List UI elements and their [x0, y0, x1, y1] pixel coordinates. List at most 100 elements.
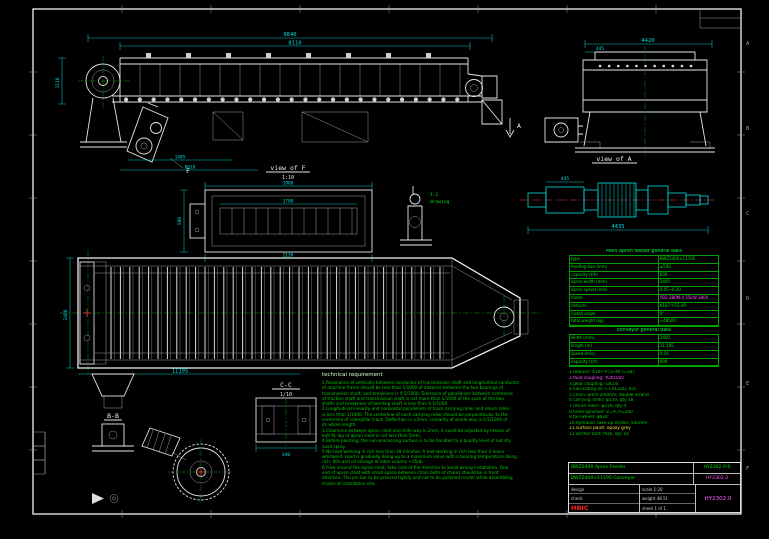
- table-param: capacity (t/h): [570, 271, 659, 279]
- table-value: 2400: [659, 335, 670, 341]
- table-param: motor: [570, 294, 659, 302]
- dimension-lines: [584, 40, 713, 53]
- shaft-steps: [527, 182, 709, 218]
- table-row: length (m) 11.195: [570, 342, 718, 351]
- hatch-lines: [146, 429, 172, 455]
- projection-symbol-circle: [109, 494, 119, 503]
- product-name: BWZ2400 Apron Feeder: [569, 463, 694, 473]
- note-line: 9.tail wheel: φ630: [569, 415, 608, 421]
- bolt-hole: [194, 227, 200, 233]
- table-value: 600: [659, 358, 668, 364]
- inner-frame: [211, 195, 366, 247]
- zone-letter: C: [746, 211, 749, 217]
- detail-pin: [409, 193, 421, 205]
- section-a-arrow: [505, 118, 515, 138]
- main-data-table: type BWZ2400×11195 feeding size (mm) ≤50…: [569, 255, 719, 328]
- view-a-label: view of A: [596, 155, 631, 163]
- conveyor-data-table: width (mm) 2400 length (m) 11.195 speed …: [569, 334, 719, 368]
- zone-ticks: [29, 5, 745, 518]
- head-shaft-inner: [93, 261, 107, 365]
- border-frame: [32, 8, 742, 515]
- inner-lines: [78, 258, 513, 368]
- table-value: 0°: [659, 310, 665, 316]
- side-motor: [544, 117, 583, 143]
- projection-symbol-circle-inner: [112, 496, 116, 501]
- hopper-neck: [103, 395, 123, 409]
- signature-cells: design check HBIC: [569, 485, 640, 512]
- dim-bottom: 2130: [283, 253, 294, 259]
- leader: [171, 451, 187, 461]
- chain-lines: [95, 272, 450, 354]
- table-row: capacity (t/h) 600: [570, 271, 718, 280]
- technical-requirement-line: sand spray.: [322, 443, 346, 449]
- detail-1-2: 1:2 drawing: [400, 186, 450, 246]
- centerlines: [168, 439, 234, 505]
- bolt-hole: [265, 417, 271, 423]
- dimension-lines: [66, 257, 300, 375]
- technical-requirement-line: direction. The pin bar to be pressed tig…: [322, 475, 513, 481]
- check-cell: check: [569, 494, 639, 504]
- table-param: apron width (mm): [570, 279, 659, 287]
- sprocket-centerlines: [78, 56, 130, 108]
- tail-wheel-inner: [499, 312, 509, 322]
- revision-boxes: [33, 431, 46, 475]
- scale-cell: scale 1:20: [640, 485, 695, 495]
- sprocket-detail: [141, 427, 234, 505]
- table-value: 600: [659, 271, 668, 277]
- zone-letter: E: [746, 381, 749, 387]
- technical-requirement-line: is less than 1/1000. The centerline of e…: [322, 411, 508, 417]
- title-block-row: BWZ2400×11195 Conveyor HY2302.0: [569, 474, 740, 485]
- detail-scale: 1:2: [430, 192, 439, 198]
- table-param: type: [570, 256, 659, 263]
- table-param: reducer: [570, 302, 659, 310]
- head-bearing: [83, 284, 91, 292]
- table-row: total weight (kg) ≈48500: [570, 318, 718, 327]
- center-mark: [196, 467, 206, 477]
- table-param: length (m): [570, 342, 659, 350]
- table-param: install angle: [570, 310, 659, 318]
- table-value: K187-Y-55-4P: [659, 302, 686, 308]
- main-table-title: Main apron feeder general data: [606, 249, 682, 254]
- dim-length: 11195: [172, 369, 189, 375]
- feet: [580, 141, 711, 148]
- title-block: BWZ2400 Apron Feeder HY2302.0-0 BWZ2400×…: [568, 462, 741, 513]
- data-tables: Main apron feeder general data type BWZ2…: [569, 248, 719, 437]
- section-b-b: B-B: [91, 373, 135, 452]
- table-param: width (mm): [570, 335, 659, 342]
- center-mark: [83, 309, 91, 317]
- plan-view: 2400 11195: [60, 250, 540, 376]
- technical-requirement-line: 5.No-load working in rich less than 30 m…: [322, 448, 505, 454]
- tail-pulley: [465, 79, 483, 97]
- view-f: view of F 1:10 1980 1780 2130 500: [177, 164, 373, 262]
- dim-width: 2400: [63, 309, 69, 320]
- table-value: 0.05~0.20: [659, 287, 681, 293]
- drive-unit: [126, 102, 169, 163]
- take-up-frame: [513, 299, 529, 335]
- note-line: 1.reducer: K187-Y-55-4P i=187: [569, 370, 635, 376]
- table-value: BWZ2400×11195: [659, 256, 696, 261]
- view-a: 4420 445 view of A: [544, 38, 715, 164]
- base: [92, 445, 134, 452]
- dim-offset: 445: [596, 46, 604, 52]
- drawing-code: HY2302.0: [705, 476, 729, 481]
- hatch-block: [141, 427, 181, 457]
- drawing-code: HY2302.0-0: [703, 465, 731, 470]
- design-cell: design: [569, 485, 639, 495]
- technical-requirement-line: chains at installation site.: [322, 480, 376, 486]
- table-value: 11.195: [659, 342, 674, 348]
- technical-requirement-line: 3.Clearance between apron cleat and slid…: [322, 427, 510, 433]
- table-value: 2400: [659, 279, 670, 285]
- table-param: apron speed (m/s): [570, 287, 659, 294]
- technical-requirement-line: 4.Before painting, the non-processing su…: [322, 438, 511, 444]
- dim-overall: 9840: [283, 32, 296, 38]
- sheet-cell: sheet 1 of 1: [642, 505, 666, 511]
- product-subtitle: BWZ2400×11195 Conveyor: [569, 474, 694, 484]
- corner-box: [699, 9, 741, 29]
- motor-end-inner: [140, 142, 148, 150]
- table-value: 0.16: [659, 350, 669, 356]
- table-row: reducer K187-Y-55-4P: [570, 302, 718, 311]
- info-cells: scale 1:20 weight 48.5t sheet 1 of 1: [640, 485, 696, 512]
- hopper: [91, 373, 135, 397]
